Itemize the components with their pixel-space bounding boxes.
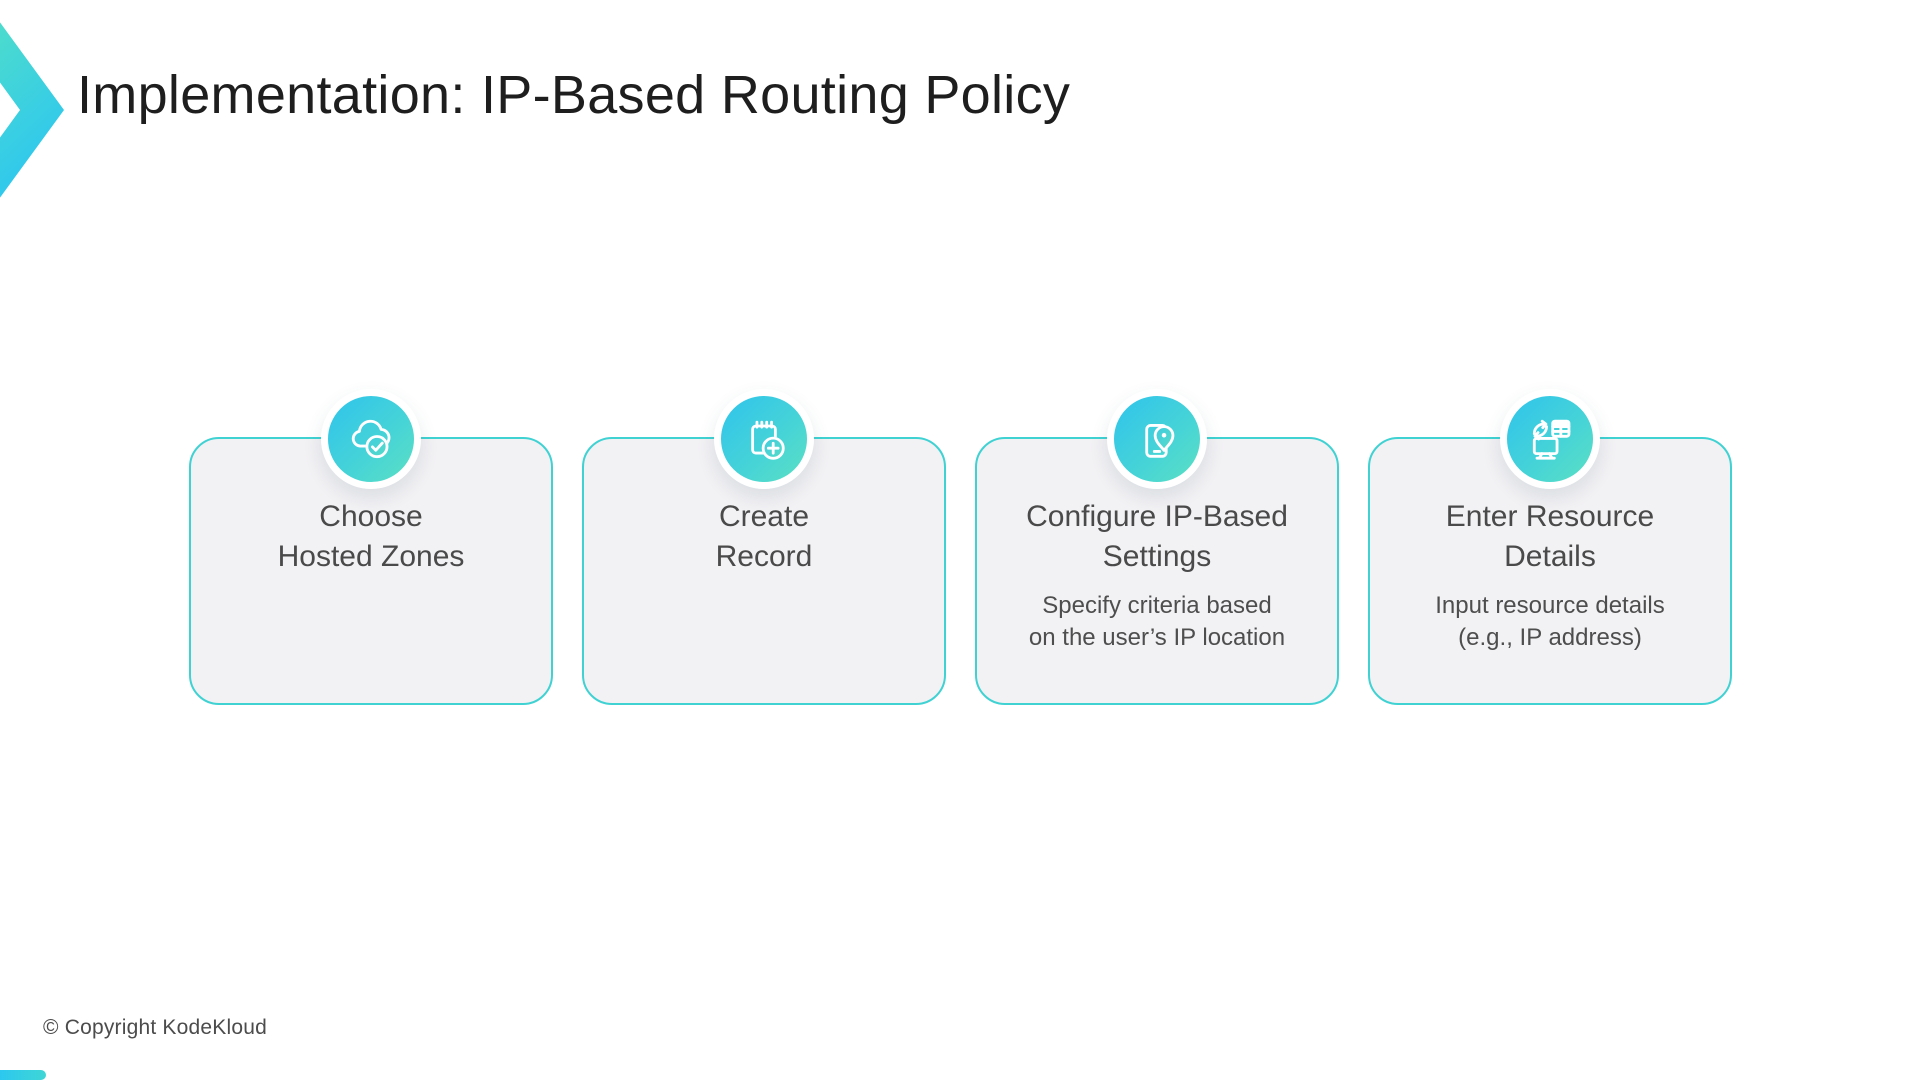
notepad-add-icon [751, 420, 785, 460]
step-icon-badge [1107, 389, 1207, 489]
step-title: Configure IP-Based Settings [1026, 500, 1288, 573]
step-card-create-record: Create Record [582, 389, 946, 705]
step-title: Create Record [715, 500, 813, 573]
phone-location-icon [1145, 424, 1175, 458]
copyright-text: © Copyright KodeKloud [43, 1016, 267, 1039]
step-card-configure-ip-settings: Configure IP-Based Settings Specify crit… [975, 389, 1339, 705]
step-icon-badge [321, 389, 421, 489]
step-icon-badge [1500, 389, 1600, 489]
step-subtitle: Specify criteria based on the user’s IP … [1028, 592, 1286, 651]
step-icon-badge [714, 389, 814, 489]
step-subtitle: Input resource details (e.g., IP address… [1435, 592, 1665, 651]
cloud-check-icon [351, 419, 391, 459]
chevron-logo [0, 22, 64, 198]
device-table-sync-icon [1532, 419, 1571, 460]
step-title: Enter Resource Details [1445, 500, 1655, 573]
page-title: Implementation: IP-Based Routing Policy [77, 65, 1071, 125]
step-title: Choose Hosted Zones [277, 500, 465, 573]
progress-bar [0, 1070, 46, 1080]
step-card-enter-resource-details: Enter Resource Details Input resource de… [1368, 389, 1732, 705]
steps-row: Choose Hosted Zones Create Record [189, 389, 1732, 705]
step-card-choose-hosted-zones: Choose Hosted Zones [189, 389, 553, 705]
